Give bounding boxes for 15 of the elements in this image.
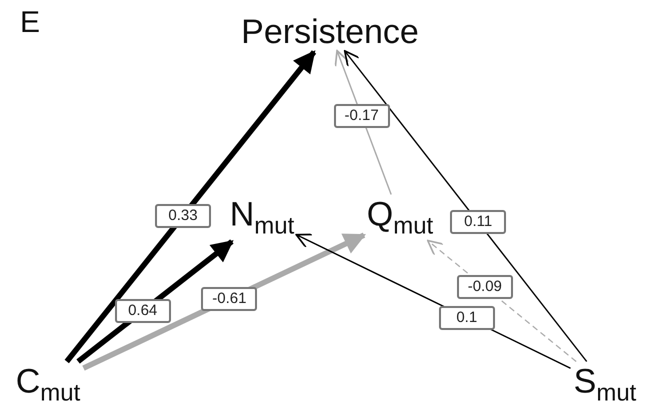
edge-label: 0.11 (450, 210, 506, 234)
variable-label: S$_{mut}$ (574, 364, 636, 406)
variable-label: N$_{mut}$ (230, 198, 294, 238)
variable-label: Q$_{mut}$ (366, 198, 434, 238)
arrow (344, 50, 588, 362)
panel-letter: E (20, 8, 40, 38)
variable-label: C$_{mut}$ (16, 364, 80, 406)
edge-label: 0.64 (114, 299, 171, 324)
edge-label: -0.17 (334, 104, 390, 128)
arrow (64, 50, 316, 364)
variable-label: Persistence (241, 15, 419, 49)
edge-label: -0.09 (456, 275, 513, 300)
edge-label: -0.61 (201, 286, 258, 311)
edge-label: 0.33 (154, 204, 211, 228)
edge-label: 0.1 (438, 306, 495, 330)
